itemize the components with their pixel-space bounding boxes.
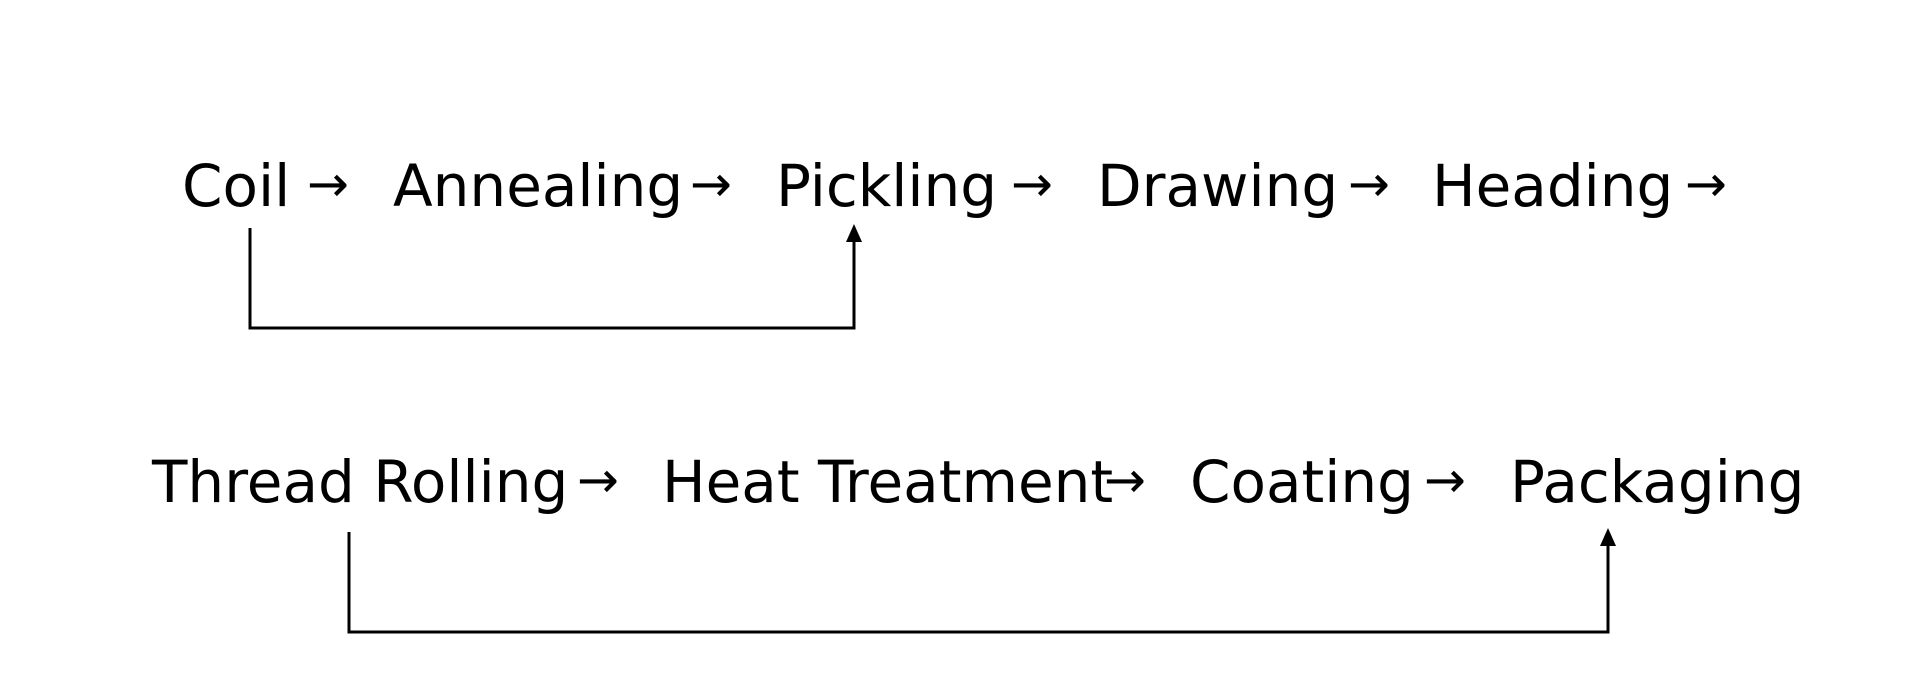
arrow-coil-annealing: → — [307, 155, 349, 213]
arrow-coating-packaging: → — [1424, 451, 1466, 509]
step-pickling: Pickling — [776, 152, 998, 220]
step-coating: Coating — [1190, 448, 1414, 516]
step-heading: Heading — [1432, 152, 1674, 220]
step-coil: Coil — [182, 152, 291, 220]
arrow-annealing-pickling: → — [690, 155, 732, 213]
bypass-arrowhead-pickling — [846, 224, 862, 242]
step-thread-rolling: Thread Rolling — [152, 448, 569, 516]
step-annealing: Annealing — [393, 152, 684, 220]
arrow-heading-next-row: → — [1685, 155, 1727, 213]
arrow-thread-rolling-heat-treatment: → — [577, 451, 619, 509]
bypass-link-coil-to-pickling — [248, 228, 856, 330]
step-drawing: Drawing — [1097, 152, 1339, 220]
arrow-pickling-drawing: → — [1011, 155, 1053, 213]
step-packaging: Packaging — [1510, 448, 1805, 516]
arrow-heat-treatment-coating: → — [1104, 451, 1146, 509]
arrow-drawing-heading: → — [1348, 155, 1390, 213]
bypass-link-thread-rolling-to-packaging — [347, 532, 1610, 634]
bypass-arrowhead-packaging — [1600, 528, 1616, 546]
step-heat-treatment: Heat Treatment — [662, 448, 1114, 516]
